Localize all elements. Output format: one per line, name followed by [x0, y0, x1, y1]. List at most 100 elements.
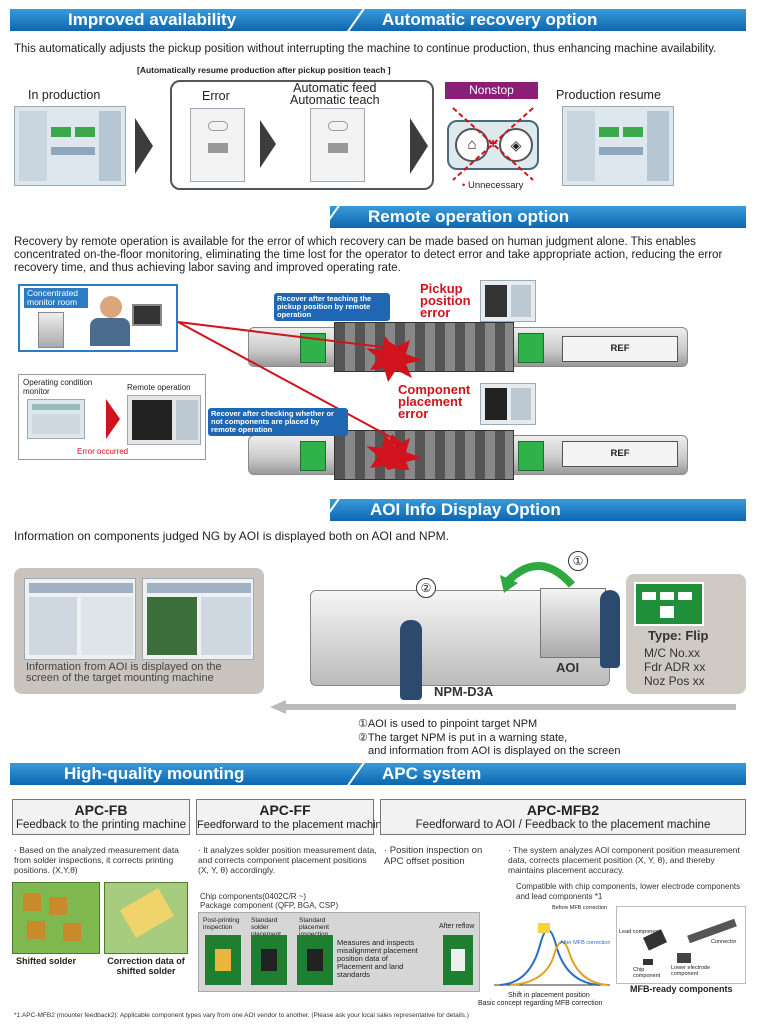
placement-error-screen — [480, 383, 536, 425]
cross-out-lines — [452, 107, 534, 181]
apc-fb-subtitle: Feedback to the printing machine — [15, 819, 187, 831]
remote-description: Recovery by remote operation is availabl… — [14, 236, 723, 274]
type-line-2: Fdr ADR xx — [644, 660, 706, 674]
lower-electrode-icon — [677, 953, 691, 963]
type-line-1: M/C No.xx — [644, 646, 701, 660]
mfb-description: · The system analyzes AOI component posi… — [508, 845, 740, 875]
server-icon — [38, 312, 64, 348]
ref-box-2: REF — [562, 441, 678, 467]
flow-after-reflow: After reflow — [439, 923, 475, 930]
footnote: *1:APC-MFB2 (mounter feedback2): Applica… — [14, 1012, 469, 1019]
plus-icon: + — [489, 135, 498, 151]
apc-fb-title: APC-FB — [74, 802, 128, 818]
chip-component-icon — [643, 959, 653, 965]
fb-description: · Based on the analyzed measurement data… — [14, 845, 179, 875]
part-label-lead: Lead component — [619, 929, 660, 935]
marker-1: ① — [568, 551, 588, 571]
section-band-availability: Improved availability Automatic recovery… — [10, 7, 746, 33]
aoi-note-1: ①AOI is used to pinpoint target NPM — [358, 718, 538, 730]
npm-label: NPM-D3A — [434, 684, 494, 699]
type-flip-panel: Type: Flip M/C No.xx Fdr ADR xx Noz Pos … — [626, 574, 746, 694]
ff-flow-panel: Post-printing inspection Standard solder… — [198, 912, 480, 992]
section-title-remote: Remote operation option — [368, 207, 570, 226]
ff-description: · It analyzes solder position measuremen… — [198, 845, 377, 875]
apc-mfb2-subtitle: Feedforward to AOI / Feedback to the pla… — [415, 819, 711, 831]
home-button-icon: ⌂ — [455, 128, 489, 162]
type-flip-title: Type: Flip — [648, 628, 709, 643]
flow-arrow-2 — [260, 120, 276, 168]
mfb-ready-label: MFB-ready components — [630, 984, 733, 994]
flow-arrow-1 — [135, 118, 153, 174]
operator-body-icon — [90, 318, 130, 346]
flip-board-icon — [634, 582, 704, 626]
apc-mfb2-title: APC-MFB2 — [526, 802, 600, 818]
feeder-green-1b — [518, 333, 544, 363]
operator-figure-1 — [400, 620, 422, 700]
aoi-description: Information on components judged NG by A… — [14, 529, 449, 543]
in-production-screen — [14, 106, 126, 186]
mfb-distribution-graph — [494, 923, 610, 986]
remote-operation-label: Remote operation — [127, 383, 191, 392]
type-line-3: Noz Pos xx — [644, 674, 705, 688]
section-title-auto-recovery: Automatic recovery option — [382, 10, 598, 29]
remote-operation-screen — [127, 395, 201, 445]
package-components-text: Package component (QFP, BGA, CSP) — [200, 901, 339, 910]
monitor-room-card: Concentrated monitor room — [18, 284, 178, 352]
unnecessary-text: Unnecessary — [467, 180, 524, 191]
apc-ff-box: APC-FF Feedforward to the placement mach… — [196, 799, 388, 835]
section-band-apc: High-quality mounting APC system — [10, 761, 746, 787]
measure-text: Measures and inspects misalignment place… — [337, 938, 418, 979]
correction-label: Correction data of shifted solder — [107, 956, 185, 976]
operating-monitor-label: Operating condition monitor — [23, 378, 93, 396]
start-button-icon: ◈ — [499, 128, 533, 162]
production-resume-screen — [562, 106, 674, 186]
part-label-connector: Connector — [711, 939, 737, 945]
mfb-parts-panel: Lead component Connector Chip component … — [616, 906, 746, 984]
chip-components-text: Chip components(0402C/R ~) — [200, 892, 307, 901]
feeder-green-2a — [300, 441, 326, 471]
apc-ff-title: APC-FF — [259, 802, 311, 818]
aoi-label: AOI — [556, 660, 580, 675]
monitor-icon — [132, 304, 162, 326]
feeder-green-2b — [518, 441, 544, 471]
marker-2: ② — [416, 578, 436, 598]
step-in-production: In production — [28, 88, 101, 102]
aoi-feedback-arrow — [500, 562, 575, 593]
operating-monitor-screen — [27, 399, 85, 439]
apc-mfb2-box: APC-MFB2 Feedforward to AOI / Feedback t… — [380, 799, 746, 835]
head-unit-2 — [334, 430, 514, 480]
bracket-caption: [Automatically resume production after p… — [137, 65, 391, 75]
callout-check: Recover after checking whether or not co… — [208, 408, 348, 436]
aoi-panel-caption: Information from AOI is displayed on the… — [26, 661, 222, 684]
remote-arrows — [177, 321, 422, 470]
flow-standard-solder: Standard solder placement — [251, 917, 281, 938]
callout-teach: Recover after teaching the pickup positi… — [274, 293, 390, 321]
monitor-room-label: Concentrated monitor room — [24, 288, 88, 308]
compat-text: Compatible with chip components, lower e… — [516, 882, 741, 901]
flow-standard-placement: Standard placement inspection — [299, 917, 329, 938]
aoi-screen-1 — [24, 578, 136, 660]
apc-ff-subtitle: Feedforward to the placement machine — [197, 819, 388, 831]
aoi-screen-2 — [142, 578, 254, 660]
error-occurred-label: Error occurred — [77, 447, 129, 456]
auto-recovery-description: This automatically adjusts the pickup po… — [14, 43, 717, 55]
head-unit-1 — [334, 322, 514, 372]
error-nozzle-view — [190, 108, 245, 182]
step-error: Error — [202, 89, 230, 103]
flow-arrow-3 — [410, 118, 428, 174]
operator-panel: ⌂ ◈ + — [447, 120, 539, 170]
pickup-error-screen — [480, 280, 536, 322]
section-band-remote: Remote operation option — [321, 204, 746, 230]
nonstop-badge: Nonstop — [445, 82, 538, 99]
operator-figure-2 — [600, 590, 620, 668]
unnecessary-label: • Unnecessary — [462, 180, 524, 191]
shifted-solder-board — [12, 882, 100, 954]
section-title-aoi: AOI Info Display Option — [370, 500, 561, 519]
flow-board-4 — [443, 935, 473, 985]
flow-board-2 — [251, 935, 287, 985]
return-arrow — [270, 700, 736, 714]
ref-box-1: REF — [562, 336, 678, 362]
step-production-resume: Production resume — [556, 88, 661, 102]
section-title-quality: High-quality mounting — [64, 764, 245, 783]
step-auto-teach: Automatic feed Automatic teach — [290, 81, 380, 107]
